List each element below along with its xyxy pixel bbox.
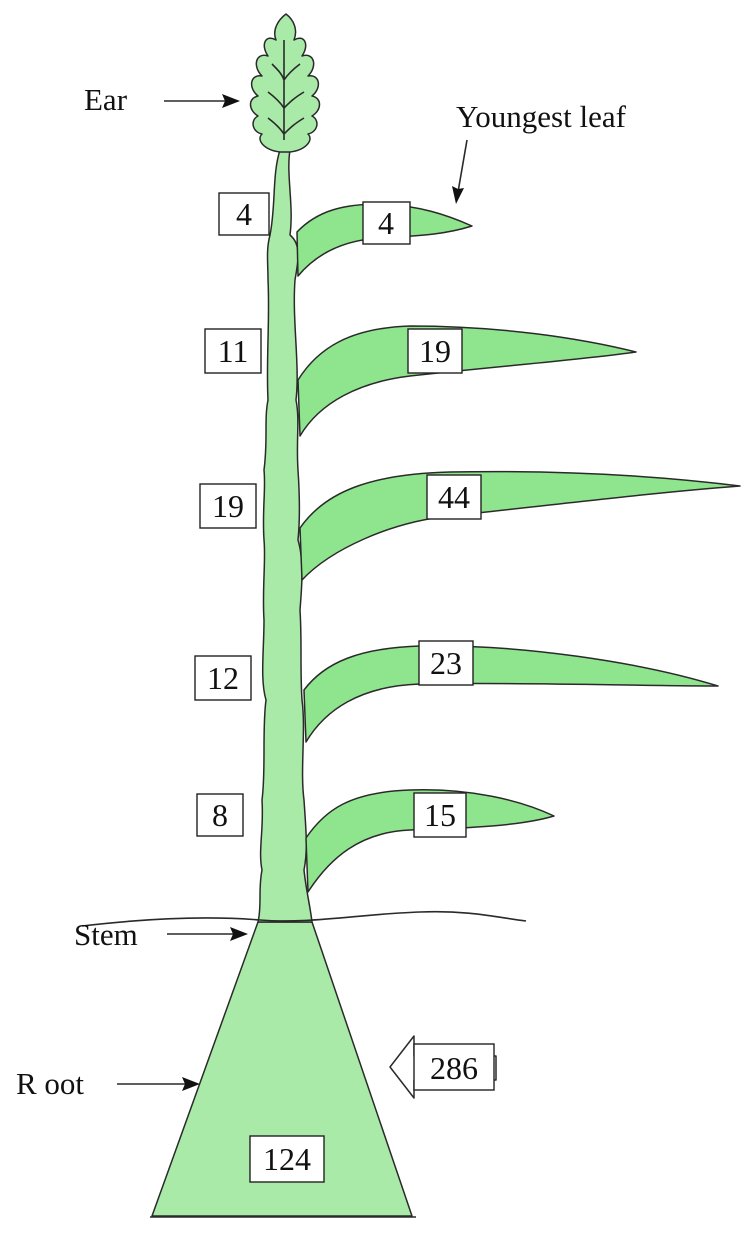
leaf-box-4: 23	[418, 640, 474, 686]
stem-shape	[257, 149, 313, 923]
svg-text:19: 19	[212, 488, 244, 524]
leaf-3	[299, 470, 741, 581]
ear-shape	[249, 13, 321, 153]
svg-text:286: 286	[430, 1050, 478, 1086]
youngest-leaf-arrow	[452, 139, 468, 204]
leaf-box-5: 15	[413, 792, 467, 838]
svg-text:8: 8	[212, 797, 228, 833]
internode-box-3: 19	[199, 483, 257, 529]
root-label: R oot	[16, 1066, 84, 1101]
ear-arrow	[164, 94, 240, 108]
leaf-box-2: 19	[407, 328, 463, 374]
svg-text:4: 4	[236, 196, 252, 232]
incoming-value-box: 286	[413, 1043, 495, 1091]
soil-line	[81, 910, 527, 927]
svg-text:23: 23	[430, 645, 462, 681]
leaf-1	[296, 203, 473, 277]
leaf-box-3: 44	[426, 474, 482, 520]
internode-box-4: 12	[194, 655, 252, 701]
svg-text:44: 44	[438, 479, 470, 515]
leaf-box-1: 4	[362, 201, 411, 245]
svg-text:4: 4	[378, 205, 394, 241]
svg-text:124: 124	[263, 1141, 311, 1177]
internode-box-5: 8	[196, 793, 244, 837]
ear-label: Ear	[84, 82, 128, 117]
stem-label: Stem	[74, 917, 138, 952]
root-value-box: 124	[249, 1135, 325, 1183]
ear-detail-lines	[267, 40, 305, 140]
svg-text:12: 12	[207, 660, 239, 696]
internode-box-2: 11	[204, 328, 262, 374]
youngest-leaf-label: Youngest leaf	[456, 99, 627, 134]
stem-arrow	[167, 927, 248, 941]
svg-text:11: 11	[218, 333, 249, 369]
leaf-5	[305, 789, 555, 893]
leaf-4	[303, 645, 719, 743]
svg-text:15: 15	[424, 797, 456, 833]
root-arrow	[117, 1077, 200, 1091]
leaf-2	[297, 325, 637, 437]
internode-box-1: 4	[218, 192, 270, 236]
svg-text:19: 19	[419, 333, 451, 369]
